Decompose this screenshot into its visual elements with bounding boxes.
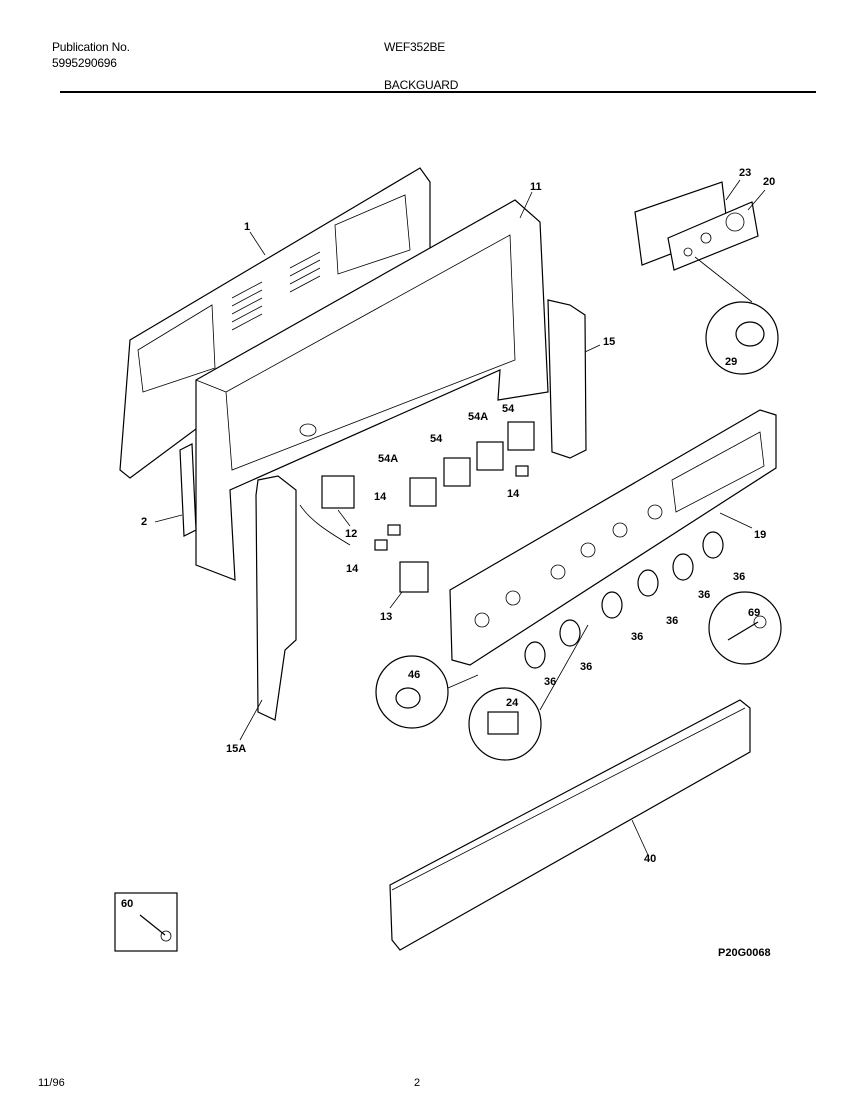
callout-40: 40 [644,853,656,865]
page-number: 2 [414,1077,421,1089]
section-title: BACKGUARD [384,78,459,92]
diagram-code: P20G0068 [718,947,771,959]
control-panel [449,409,777,666]
bracket [179,443,197,537]
clock-assembly [634,181,759,271]
callout-36-a: 36 [733,571,745,583]
callout-36-e: 36 [580,661,592,673]
lower-trim [389,699,751,951]
backguard-housing [195,199,549,581]
callout-46: 46 [408,669,420,681]
callout-36-c: 36 [666,615,678,627]
right-end-bracket [547,299,587,459]
callout-54-top: 54 [502,403,515,415]
leader-lines [154,179,766,856]
clock-knob-detail [694,256,779,375]
callout-54a-left: 54A [378,453,398,465]
callout-36-d: 36 [631,631,643,643]
callout-14-lower: 14 [346,563,359,575]
publication-label: Publication No. [52,40,130,54]
indicator-lights [374,465,529,551]
callout-24: 24 [506,697,519,709]
callout-29: 29 [725,356,737,368]
callout-20: 20 [763,176,775,188]
control-knobs [524,531,724,669]
push-button-detail [375,655,479,729]
callout-15a: 15A [226,743,246,755]
callout-19: 19 [754,529,766,541]
panel-screw-detail [708,591,782,665]
revision-date: 11/96 [38,1077,65,1089]
left-end-bracket [255,475,297,721]
callout-13: 13 [380,611,392,623]
model-number: WEF352BE [384,40,446,54]
callout-69: 69 [748,607,760,619]
infinite-switches [409,421,535,507]
publication-number: 5995290696 [52,56,117,70]
callout-54-mid: 54 [430,433,443,445]
callout-11: 11 [530,181,542,193]
callout-60: 60 [121,898,133,910]
callout-36-f: 36 [544,676,556,688]
callout-2: 2 [141,516,147,528]
callout-23: 23 [739,167,751,179]
callout-36-b: 36 [698,589,710,601]
callout-15: 15 [603,336,615,348]
oven-control-and-sensor [299,475,429,593]
callout-54a-top: 54A [468,411,488,423]
screw-inset [114,892,178,952]
callout-12: 12 [345,528,357,540]
callout-14-upper: 14 [374,491,387,503]
callout-14-right: 14 [507,488,520,500]
rocker-switch-detail [468,624,589,761]
header-rule [60,91,816,93]
callout-1: 1 [244,221,250,233]
